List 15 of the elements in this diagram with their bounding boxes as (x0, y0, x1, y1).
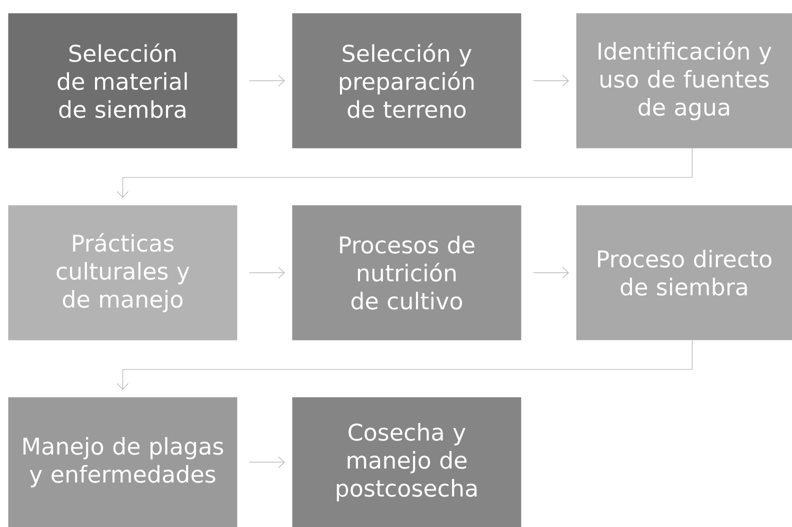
arrow (533, 266, 569, 279)
process-box: Prácticas culturales y de manejo (8, 205, 238, 340)
arrow (116, 340, 693, 390)
arrow (249, 266, 285, 279)
process-box: Procesos de nutrición de cultivo (292, 205, 522, 340)
arrow (249, 456, 285, 468)
arrow (533, 74, 569, 87)
arrow (249, 74, 285, 87)
arrow (116, 148, 693, 198)
process-box: Selección de material de siembra (8, 13, 238, 148)
process-box: Selección y preparación de terreno (292, 13, 522, 148)
process-box: Identificación y uso de fuentes de agua (576, 13, 792, 148)
process-box: Proceso directo de siembra (576, 205, 792, 340)
process-box: Manejo de plagas y enfermedades (8, 397, 238, 527)
process-box: Cosecha y manejo de postcosecha (292, 397, 522, 527)
